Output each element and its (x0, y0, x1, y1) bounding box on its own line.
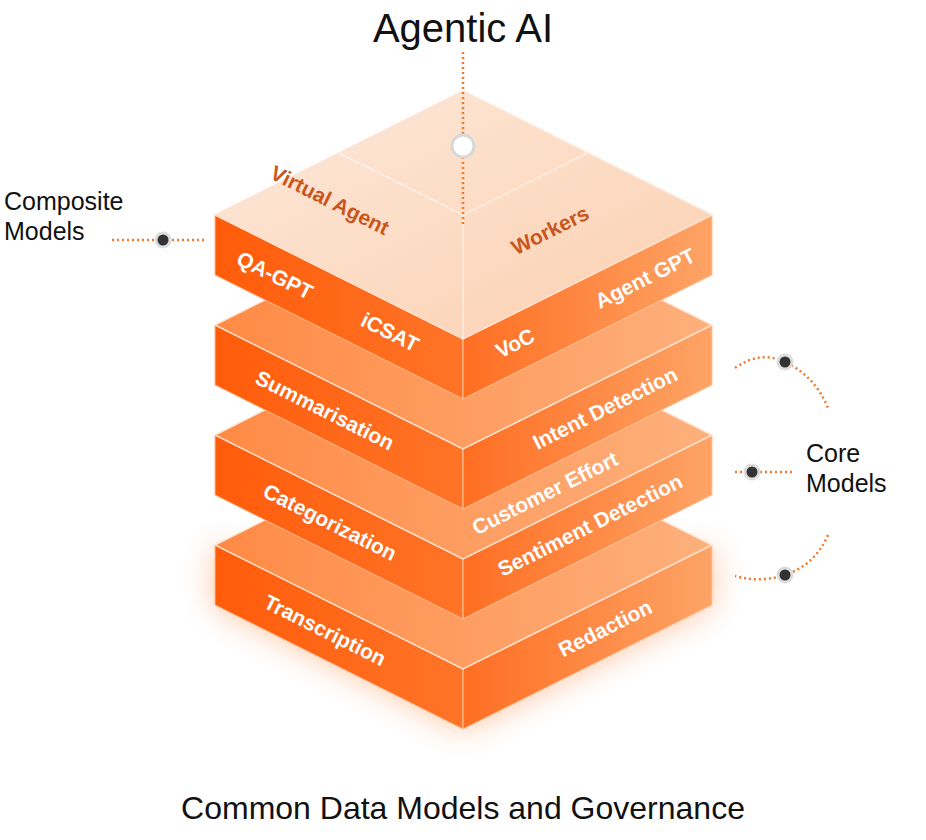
top-face-divider (339, 153, 587, 339)
slab-outline (215, 91, 712, 399)
callout-label: Core Models (806, 438, 921, 498)
layer-slab: Virtual AgentWorkersQA-GPTiCSATVoCAgent … (215, 91, 712, 399)
leader-dot (156, 233, 170, 247)
diagram-caption: Common Data Models and Governance (0, 790, 926, 827)
slab-top-face (215, 311, 712, 559)
leader-dot (452, 135, 474, 157)
leader-dot (778, 568, 792, 582)
leader-dot (745, 465, 759, 479)
leader-dot (778, 355, 792, 369)
callout-label: Composite Models (4, 186, 164, 246)
slab-top-face (215, 201, 712, 449)
diagram-title: Agentic AI (0, 6, 926, 51)
slab-top-face (215, 421, 712, 669)
